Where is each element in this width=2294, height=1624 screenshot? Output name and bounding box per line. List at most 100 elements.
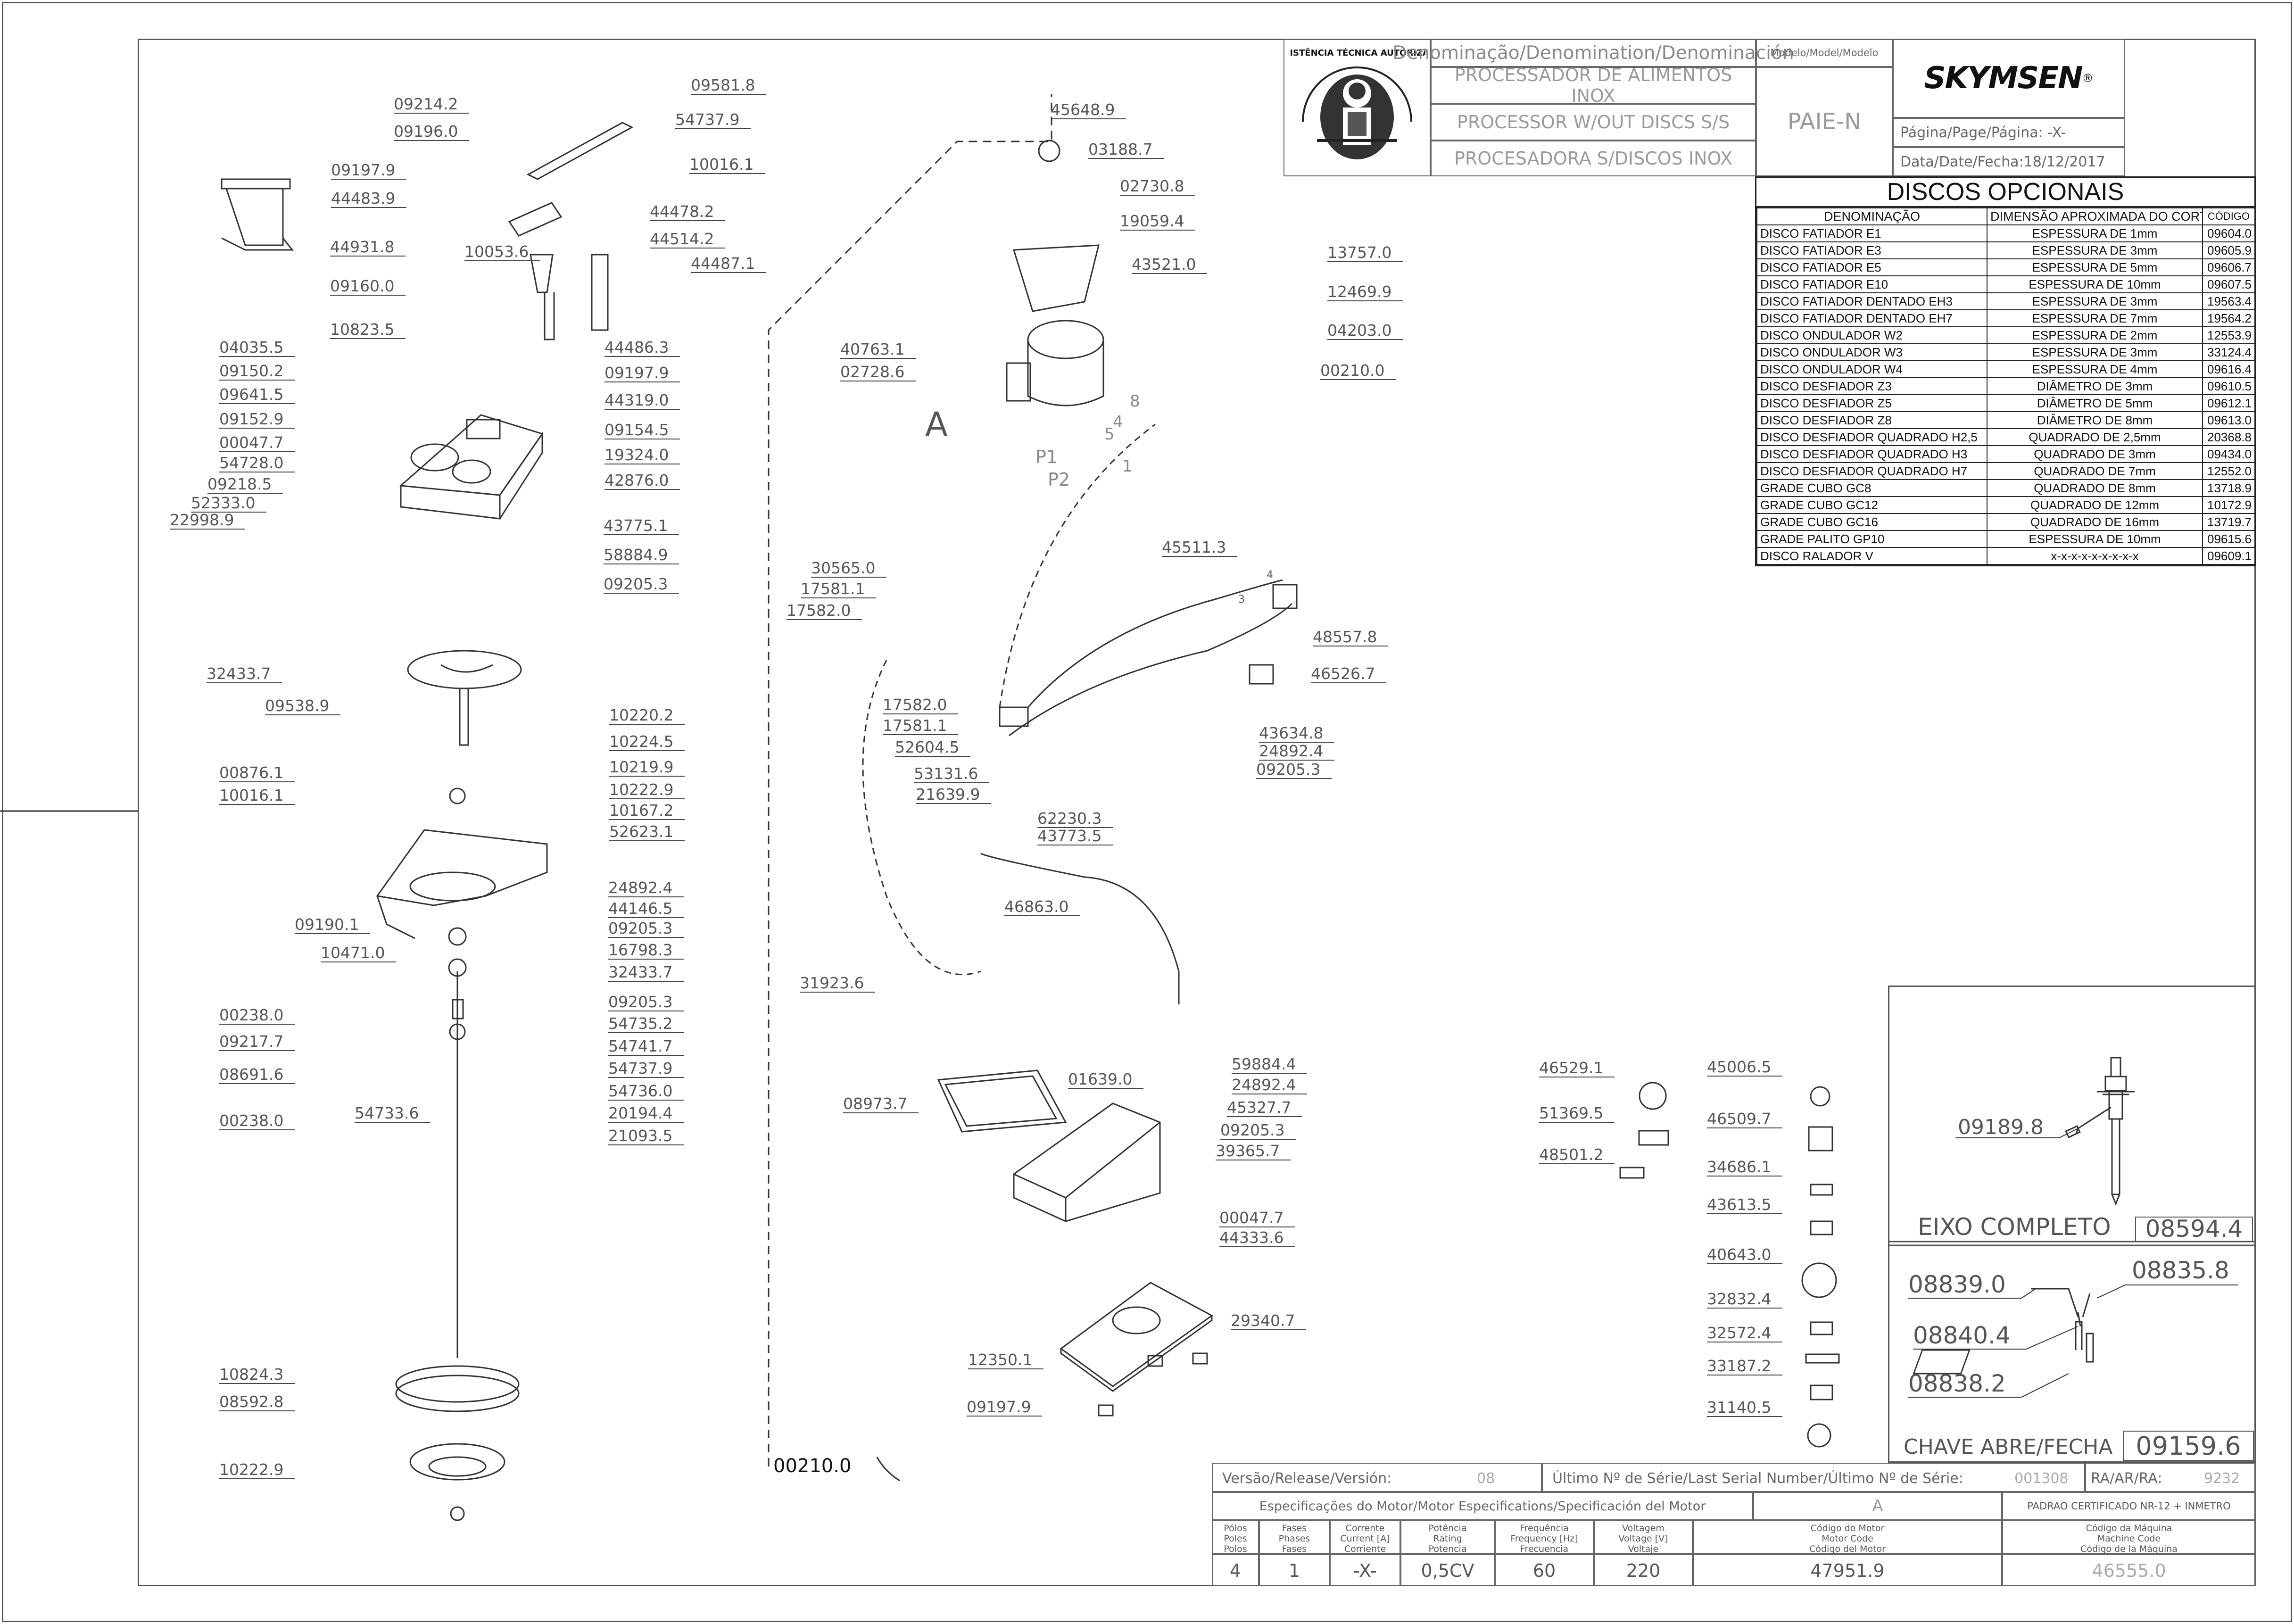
part-callout: 24892.4 bbox=[608, 878, 684, 897]
spec-header: Frequência Frequency [Hz] Frecuencia bbox=[1495, 1520, 1594, 1554]
disc-name: DISCO DESFIADOR QUADRADO H7 bbox=[1756, 462, 1988, 480]
disc-name: DISCO DESFIADOR QUADRADO H2,5 bbox=[1756, 428, 1988, 446]
part-callout: 09205.3 bbox=[604, 575, 679, 594]
serial-label: Último Nº de Série/Last Serial Number/Úl… bbox=[1552, 1470, 1963, 1487]
spec-value: -X- bbox=[1330, 1554, 1400, 1586]
disc-code: 09604.0 bbox=[2202, 224, 2255, 242]
part-callout: 43773.5 bbox=[1037, 827, 1113, 845]
part-outline bbox=[428, 1456, 487, 1477]
disc-code: 20368.8 bbox=[2202, 428, 2255, 446]
part-number: 00238.0 bbox=[219, 1006, 283, 1024]
part-callout: 00238.0 bbox=[219, 1006, 295, 1025]
part-number: 54735.2 bbox=[608, 1014, 672, 1033]
part-callout: 13757.0 bbox=[1327, 243, 1403, 262]
part-number: 48501.2 bbox=[1539, 1145, 1603, 1164]
part-callout: 45006.5 bbox=[1707, 1058, 1782, 1077]
part-callout: 53131.6 bbox=[914, 764, 989, 783]
disc-code: 09605.9 bbox=[2202, 241, 2255, 259]
eixo-panel: 09189.8 EIXO COMPLETO 08594.4 08839.0 08… bbox=[1888, 986, 2256, 1463]
part-callout: 32572.4 bbox=[1707, 1324, 1782, 1342]
part-number: 39365.7 bbox=[1216, 1142, 1280, 1160]
part-callout: 09205.3 bbox=[1220, 1121, 1296, 1140]
drawing-label-wire_1: 1 bbox=[1122, 457, 1133, 476]
part-callout: 00238.0 bbox=[219, 1111, 295, 1130]
part-outline bbox=[407, 650, 522, 689]
part-callout: 45511.3 bbox=[1162, 538, 1237, 557]
part-outline bbox=[225, 188, 284, 246]
part-outline bbox=[466, 419, 501, 439]
part-number: 53131.6 bbox=[914, 764, 978, 783]
part-number: 40763.1 bbox=[840, 340, 904, 358]
part-number: 09196.0 bbox=[394, 122, 458, 141]
part-callout: 62230.3 bbox=[1037, 809, 1113, 828]
part-number: 02728.6 bbox=[840, 363, 904, 381]
part-number: 09190.1 bbox=[295, 915, 359, 934]
disc-name: DISCO RALADOR V bbox=[1756, 547, 1988, 565]
part-outline bbox=[944, 1075, 1058, 1127]
part-outline bbox=[1112, 1306, 1161, 1334]
part-callout: 09581.8 bbox=[691, 76, 766, 95]
spec-value: 1 bbox=[1259, 1554, 1330, 1586]
part-callout: 44319.0 bbox=[605, 391, 680, 410]
disc-dimension: ESPESSURA DE 3mm bbox=[1987, 343, 2203, 361]
part-number: 45327.7 bbox=[1227, 1098, 1291, 1117]
part-callout: 09217.7 bbox=[219, 1032, 295, 1051]
disc-dimension: ESPESSURA DE 3mm bbox=[1987, 292, 2203, 310]
disc-dimension: x-x-x-x-x-x-x-x-x bbox=[1987, 547, 2203, 565]
part-number: 54733.6 bbox=[355, 1104, 419, 1122]
spec-header: Voltagem Voltage [V] Voltaje bbox=[1594, 1520, 1693, 1554]
part-number: 10220.2 bbox=[609, 706, 673, 724]
chave-part-3: 08840.4 bbox=[1913, 1322, 2011, 1349]
part-number: 10222.9 bbox=[219, 1460, 283, 1479]
disc-name: DISCO FATIADOR E3 bbox=[1756, 241, 1988, 259]
part-callout: 09197.9 bbox=[605, 364, 680, 382]
name-es: PROCESADORA S/DISCOS INOX bbox=[1431, 141, 1756, 176]
part-number: 44931.8 bbox=[330, 238, 394, 256]
drawing-label-ref_00210: 00210.0 bbox=[773, 1455, 851, 1477]
part-callout: 19324.0 bbox=[605, 446, 680, 464]
part-number: 29340.7 bbox=[1231, 1311, 1295, 1330]
disc-code: 09606.7 bbox=[2202, 258, 2255, 276]
disc-name: DISCO ONDULADOR W3 bbox=[1756, 343, 1988, 361]
part-callout: 43634.8 bbox=[1259, 724, 1334, 743]
part-callout: 32832.4 bbox=[1707, 1290, 1782, 1309]
part-number: 00876.1 bbox=[219, 763, 283, 782]
disc-code: 13718.9 bbox=[2202, 479, 2255, 497]
part-number: 09205.3 bbox=[1220, 1121, 1284, 1139]
part-callout: A bbox=[925, 405, 948, 444]
part-callout: 31140.5 bbox=[1707, 1398, 1782, 1417]
version-cell: Versão/Release/Versión: 08 bbox=[1212, 1463, 1542, 1492]
part-outline bbox=[526, 122, 634, 180]
part-outline bbox=[980, 853, 1180, 1004]
part-callout: 10222.9 bbox=[609, 780, 685, 799]
disc-name: DISCO FATIADOR E1 bbox=[1756, 224, 1988, 242]
part-outline bbox=[1808, 1126, 1833, 1152]
part-callout: 01639.0 bbox=[1068, 1070, 1143, 1089]
part-outline bbox=[768, 94, 1052, 1467]
part-callout: 19059.4 bbox=[1120, 212, 1195, 231]
spec-label: Especificações do Motor/Motor Especifica… bbox=[1259, 1499, 1706, 1514]
part-number: 24892.4 bbox=[1232, 1076, 1296, 1094]
part-callout: 09154.5 bbox=[605, 421, 680, 439]
part-outline bbox=[937, 1069, 1067, 1133]
part-number: 09205.3 bbox=[608, 993, 672, 1011]
part-number: 09197.9 bbox=[331, 161, 395, 179]
disc-code: 10172.9 bbox=[2202, 496, 2255, 514]
drawing-label-plug_3: 3 bbox=[1238, 594, 1245, 605]
part-number: 31923.6 bbox=[800, 974, 864, 992]
part-callout: 02730.8 bbox=[1120, 177, 1195, 196]
part-number: 58884.9 bbox=[604, 546, 668, 564]
part-callout: 40643.0 bbox=[1707, 1245, 1782, 1264]
part-number: 08973.7 bbox=[843, 1094, 907, 1113]
part-number: 52604.5 bbox=[895, 738, 959, 756]
part-callout: 44931.8 bbox=[330, 238, 406, 257]
part-number: 00047.7 bbox=[219, 433, 283, 452]
